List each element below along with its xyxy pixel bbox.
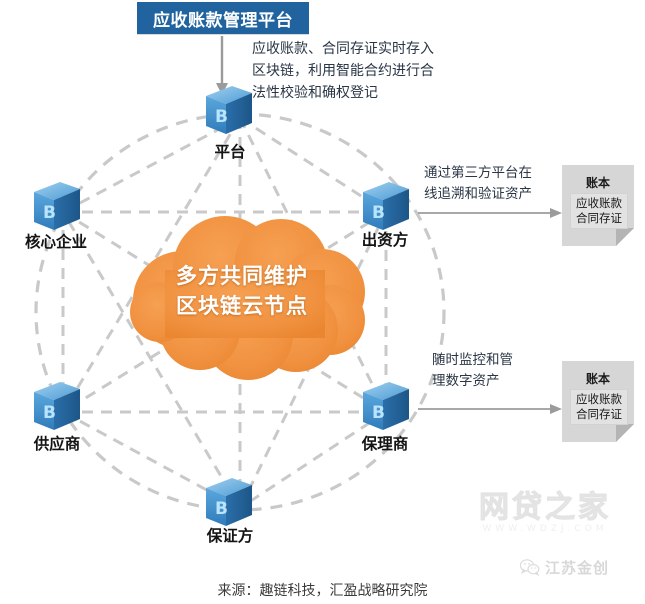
note-monitor-manage: 随时监控和管 理数字资产 bbox=[432, 352, 513, 389]
ledger-top-line2: 合同存证 bbox=[576, 211, 622, 225]
header-title: 应收账款管理平台 bbox=[153, 10, 293, 31]
ledger-bottom-line1: 应收账款 bbox=[576, 392, 622, 406]
ledger-bottom-line2: 合同存证 bbox=[576, 407, 622, 421]
node-cube-core[interactable]: B bbox=[34, 182, 80, 230]
node-label-supplier: 供应商 bbox=[33, 435, 81, 453]
arrow-platform bbox=[216, 36, 228, 95]
node-label-core-enterprise: 核心企业 bbox=[24, 233, 87, 251]
svg-text:B: B bbox=[215, 107, 228, 127]
wechat-icon bbox=[520, 559, 540, 576]
node-cube-platform[interactable]: B bbox=[206, 86, 252, 134]
svg-text:B: B bbox=[372, 203, 385, 223]
ledger-top-content: 应收账款 合同存证 bbox=[570, 193, 628, 229]
ledger-top: 账本 应收账款 合同存证 bbox=[562, 165, 634, 251]
watermark-brand-url: WWW.WDZJ.COM bbox=[482, 524, 608, 534]
node-label-factor: 保理商 bbox=[361, 435, 409, 453]
watermark-account-name: 江苏金创 bbox=[545, 559, 610, 577]
note-platform-description: 应收账款、合同存证实时存入 区块链，利用智能合约进行合 法性校验和确权登记 bbox=[252, 41, 434, 101]
svg-text:B: B bbox=[215, 499, 228, 519]
ledger-bottom-title: 账本 bbox=[585, 372, 610, 386]
node-cube-supplier[interactable]: B bbox=[34, 382, 80, 430]
ledger-top-title: 账本 bbox=[585, 176, 610, 190]
node-cube-factor[interactable]: B bbox=[363, 382, 409, 430]
node-cube-guarantor[interactable]: B bbox=[206, 478, 252, 526]
ledger-bottom-content: 应收账款 合同存证 bbox=[570, 389, 628, 425]
ledger-top-line1: 应收账款 bbox=[576, 196, 622, 210]
note-trace-verify: 通过第三方平台在 线追溯和验证资产 bbox=[424, 165, 532, 202]
watermark-brand: 网贷之家 bbox=[479, 490, 611, 525]
node-cube-funder[interactable]: B bbox=[363, 182, 409, 230]
source-caption: 来源：趣链科技，汇盈战略研究院 bbox=[217, 583, 428, 599]
node-label-funder: 出资方 bbox=[361, 231, 409, 249]
svg-text:B: B bbox=[372, 403, 385, 423]
node-label-guarantor: 保证方 bbox=[206, 527, 254, 545]
arrow-ledger-top bbox=[418, 208, 562, 218]
header-banner: 应收账款管理平台 bbox=[137, 2, 309, 34]
ledger-bottom: 账本 应收账款 合同存证 bbox=[562, 361, 634, 447]
svg-text:B: B bbox=[43, 203, 56, 223]
watermark-account: 江苏金创 bbox=[520, 557, 630, 578]
arrow-ledger-bottom bbox=[418, 404, 562, 414]
svg-text:B: B bbox=[43, 403, 56, 423]
cloud-shape bbox=[130, 216, 365, 380]
node-label-platform: 平台 bbox=[214, 143, 246, 161]
